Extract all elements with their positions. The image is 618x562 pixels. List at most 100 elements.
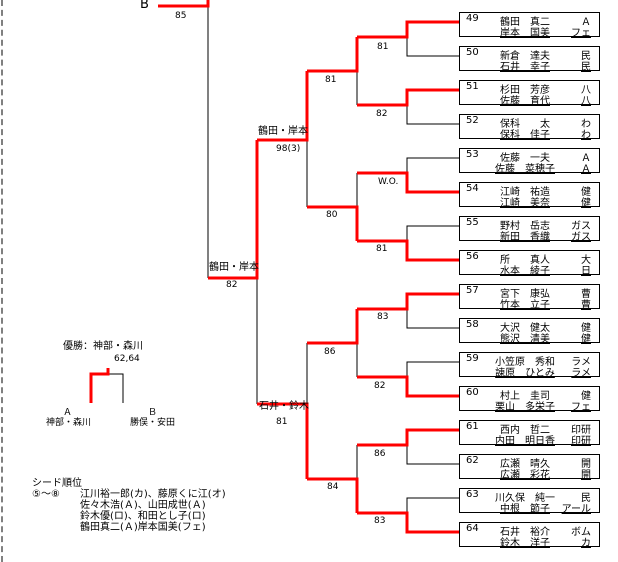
- player-1-club: 開: [581, 459, 591, 470]
- player-2-club: 開: [581, 470, 591, 481]
- player-1-club: Ａ: [581, 17, 591, 28]
- player-2-club: 八: [581, 96, 591, 107]
- score-r2: 84: [327, 482, 339, 492]
- player-2-name: 佐藤 育代: [500, 96, 550, 107]
- winner-line: [257, 402, 309, 479]
- entry-number: 61: [466, 421, 479, 432]
- winner-line: [89, 368, 110, 403]
- winner-line: [357, 292, 459, 311]
- entry-number: 49: [466, 13, 479, 24]
- player-2-name: 広瀬 彩花: [500, 470, 550, 481]
- player-2-club: 健: [581, 334, 591, 345]
- round3-top-score: 98(3): [276, 144, 301, 154]
- player-1-club: Ａ: [581, 153, 591, 164]
- player-1-name: 大沢 健太: [500, 323, 550, 334]
- score-r1: 82: [376, 109, 388, 119]
- player-2-club: 日: [581, 266, 591, 277]
- winner-line: [307, 309, 359, 345]
- player-1-name: 村上 圭司: [500, 391, 550, 402]
- winner-line: [357, 428, 459, 447]
- winner-line: [307, 37, 359, 73]
- player-1-name: 佐藤 一夫: [500, 153, 550, 164]
- round3-bottom-score: 81: [276, 417, 288, 427]
- player-1-name: 西内 哲二: [500, 425, 550, 436]
- player-1-name: 野村 岳志: [500, 221, 550, 232]
- score-r2: 80: [326, 210, 338, 220]
- player-2-name: 岸本 国美: [500, 28, 550, 39]
- player-1-club: 八: [581, 85, 591, 96]
- player-2-name: 竹本 立子: [500, 300, 550, 311]
- bracket-line: [406, 225, 459, 241]
- player-1-name: 杉田 芳彦: [500, 85, 550, 96]
- player-2-club: フェ: [571, 402, 591, 413]
- player-2-club: 民: [581, 62, 591, 73]
- player-2-club: アール: [561, 504, 591, 515]
- player-1-name: 小笠原 秀和: [495, 357, 555, 368]
- player-1-club: 健: [581, 391, 591, 402]
- entry-number: 59: [466, 353, 479, 364]
- score-r1: 83: [374, 516, 386, 526]
- winner-line: [357, 171, 459, 194]
- player-2-name: 鈴木 洋子: [500, 538, 550, 549]
- player-1-name: 広瀬 晴久: [500, 459, 550, 470]
- final-side-a-label: Ａ: [63, 408, 73, 418]
- score-r1: W.O.: [378, 177, 399, 187]
- player-2-club: フェ: [571, 28, 591, 39]
- bracket-line: [406, 445, 459, 465]
- player-1-name: 所 真人: [500, 255, 550, 266]
- player-1-name: 保科 太: [500, 119, 550, 130]
- winner-line: [357, 375, 459, 398]
- player-2-name: 新田 香織: [500, 232, 550, 243]
- seed-line: 佐々木浩(Ａ)、山田成世(Ａ): [80, 500, 206, 511]
- player-1-club: ガス: [571, 221, 591, 232]
- entry-number: 52: [466, 115, 479, 126]
- player-2-name: 石井 幸子: [500, 62, 550, 73]
- final-side-b-label: Ｂ: [148, 408, 158, 418]
- bracket-line: [406, 309, 459, 329]
- player-2-club: 健: [581, 198, 591, 209]
- round3-bottom-winner: 石井・鈴木: [259, 401, 309, 412]
- seed-line: 鶴田真二(Ａ)岸本国美(フェ): [80, 522, 206, 533]
- page-edge-dashed: [1, 0, 3, 562]
- player-2-name: 水本 綾子: [500, 266, 550, 277]
- player-2-name: 栗山 多栄子: [495, 402, 555, 413]
- player-1-club: 印研: [571, 425, 591, 436]
- player-1-club: 民: [581, 51, 591, 62]
- round3-top-winner: 鶴田・岸本: [258, 126, 308, 137]
- player-1-club: 大: [581, 255, 591, 266]
- score-r1: 81: [376, 244, 388, 254]
- bracket-line: [406, 37, 459, 57]
- entry-number: 64: [466, 523, 479, 534]
- player-2-club: 曹: [581, 300, 591, 311]
- player-2-club: 印研: [571, 436, 591, 447]
- player-2-club: ラメ: [571, 368, 591, 379]
- winner-line: [307, 477, 359, 513]
- entry-number: 55: [466, 217, 479, 228]
- score-r2: 86: [324, 347, 336, 357]
- player-2-club: わ: [581, 130, 591, 141]
- player-1-club: ボム: [571, 527, 591, 538]
- player-2-name: 中根 節子: [500, 504, 550, 515]
- final-side-b-team: 勝俣・安田: [130, 418, 176, 428]
- player-2-name: 諌原 ひとみ: [495, 368, 555, 379]
- score-r1: 86: [374, 449, 386, 459]
- player-1-name: 宮下 康弘: [500, 289, 550, 300]
- seed-line: 鈴木優(ロ)、和田とし子(ロ): [80, 511, 206, 522]
- bracket-line: [108, 373, 124, 403]
- winner-line: [158, 0, 210, 8]
- player-2-name: 佐藤 菜穂子: [495, 164, 555, 175]
- winner-line: [357, 511, 459, 534]
- bracket-line: [406, 157, 459, 173]
- entry-number: 50: [466, 47, 479, 58]
- winner-line: [307, 205, 359, 241]
- winner-line: [208, 140, 259, 280]
